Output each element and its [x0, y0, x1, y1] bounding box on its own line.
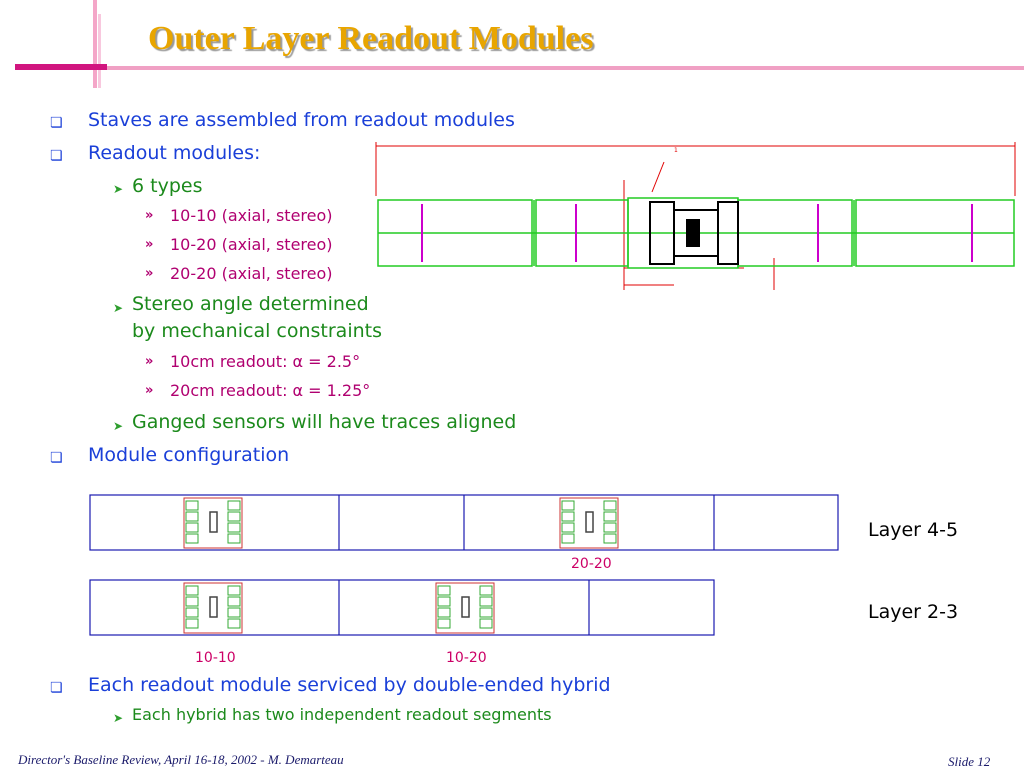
square-bullet-icon: ❏ — [50, 115, 63, 131]
chevron-bullet-icon: » — [145, 208, 154, 223]
arrow-bullet-icon: ➤ — [113, 711, 124, 725]
bullet-20cm-readout: 20cm readout: α = 1.25° — [170, 381, 371, 400]
bullet-6-types: 6 types — [132, 175, 203, 197]
label-20-20: 20-20 — [571, 556, 612, 572]
bullet-type-2020: 20-20 (axial, stereo) — [170, 264, 333, 283]
stave-layer-4-5 — [89, 494, 839, 551]
bullet-staves: Staves are assembled from readout module… — [88, 109, 515, 131]
bullet-hybrid-segments: Each hybrid has two independent readout … — [132, 705, 552, 724]
stave-drawing: 1 — [375, 142, 1016, 290]
chevron-bullet-icon: » — [145, 266, 154, 281]
square-bullet-icon: ❏ — [50, 450, 63, 466]
arrow-bullet-icon: ➤ — [113, 301, 124, 315]
slide-title: Outer Layer Readout Modules — [148, 20, 594, 57]
square-bullet-icon: ❏ — [50, 680, 63, 696]
chevron-bullet-icon: » — [145, 354, 154, 369]
label-10-10: 10-10 — [195, 650, 236, 666]
arrow-bullet-icon: ➤ — [113, 419, 124, 433]
footer-text: Director's Baseline Review, April 16-18,… — [18, 752, 344, 767]
bullet-double-ended-hybrid: Each readout module serviced by double-e… — [88, 674, 611, 696]
bullet-ganged-sensors: Ganged sensors will have traces aligned — [132, 411, 517, 433]
title-accent-vertical — [93, 0, 97, 88]
bullet-type-1010: 10-10 (axial, stereo) — [170, 206, 333, 225]
stave-layer-2-3 — [89, 579, 715, 636]
arrow-bullet-icon: ➤ — [113, 182, 124, 196]
hybrid-block — [649, 201, 739, 265]
label-layer-4-5: Layer 4-5 — [868, 519, 959, 541]
bullet-module-configuration: Module configuration — [88, 444, 290, 466]
module-configuration-diagram — [89, 494, 839, 636]
bullet-readout-modules: Readout modules: — [88, 142, 261, 164]
chevron-bullet-icon: » — [145, 383, 154, 398]
title-underline — [107, 66, 1024, 70]
bullet-stereo-angle-cont: by mechanical constraints — [132, 320, 382, 342]
chevron-bullet-icon: » — [145, 237, 154, 252]
dimension-label: 1 — [674, 147, 678, 154]
sensor-markers — [421, 204, 973, 262]
label-10-20: 10-20 — [446, 650, 487, 666]
title-accent-vertical-light — [98, 14, 101, 88]
slide-number: Slide 12 — [948, 754, 991, 769]
label-layer-2-3: Layer 2-3 — [868, 601, 959, 623]
dimension-line — [375, 142, 1016, 290]
square-bullet-icon: ❏ — [50, 148, 63, 164]
bullet-10cm-readout: 10cm readout: α = 2.5° — [170, 352, 361, 371]
bullet-type-1020: 10-20 (axial, stereo) — [170, 235, 333, 254]
title-accent-horizontal — [15, 64, 107, 70]
bullet-stereo-angle: Stereo angle determined — [132, 293, 369, 315]
hybrid-symbols — [183, 497, 619, 634]
